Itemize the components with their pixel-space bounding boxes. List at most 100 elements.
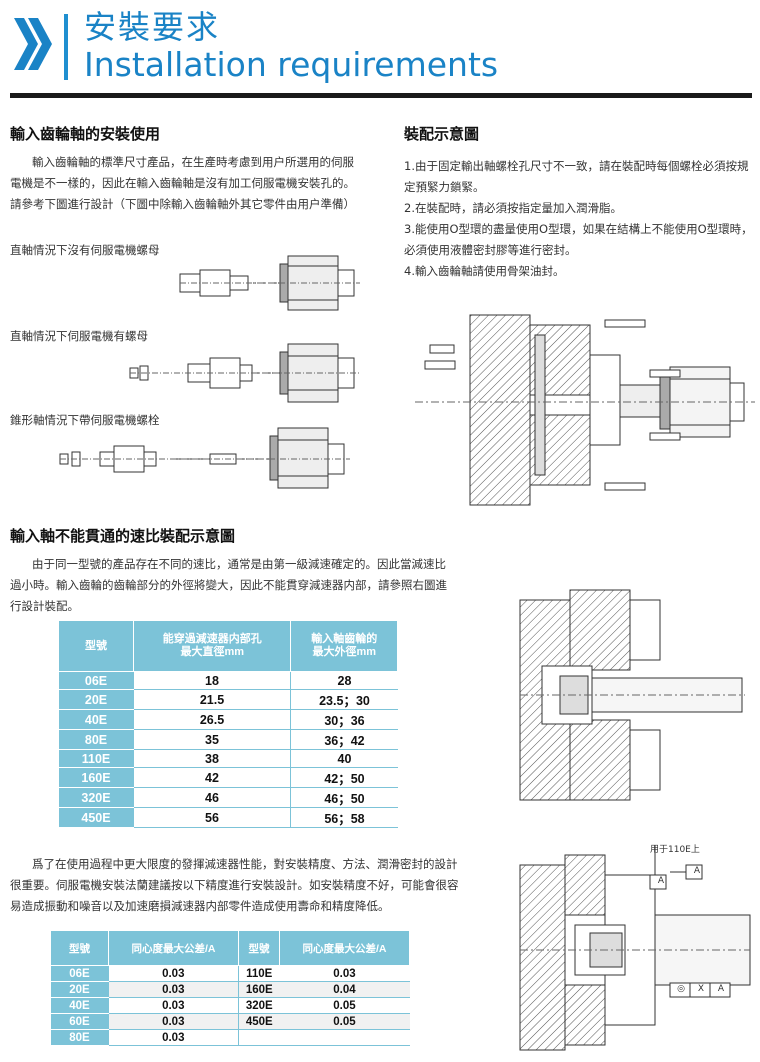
table-cell: 20E bbox=[50, 981, 109, 998]
table-cell: 46；50 bbox=[290, 787, 398, 808]
table-cell: 40E bbox=[58, 709, 134, 730]
table-cell: 0.04 bbox=[279, 981, 410, 998]
table-cell: 0.03 bbox=[108, 1029, 239, 1046]
table-cell: 36；42 bbox=[290, 729, 398, 750]
table-cell: 110E bbox=[238, 965, 280, 982]
diagram-label-taper-bolt: 錐形軸情況下帶伺服電機螺栓 bbox=[10, 413, 160, 427]
para-line: 很重要。伺服電機安裝法蘭建議按以下精度進行安裝設計。如安裝精度不好，可能會很容 bbox=[10, 878, 459, 892]
table-cell: 320E bbox=[58, 787, 134, 808]
table-cell: 0.05 bbox=[279, 1013, 410, 1030]
table-cell: 0.05 bbox=[279, 997, 410, 1014]
para-line: 輸入齒輪軸的標準尺寸產品，在生產時考慮到用户所選用的伺服 bbox=[32, 155, 354, 169]
header-divider bbox=[64, 14, 68, 80]
table-cell: 40 bbox=[290, 749, 398, 768]
precision-paragraph: 爲了在使用過程中更大限度的發揮減速器性能，對安裝精度、方法、潤滑密封的設計 很重… bbox=[10, 854, 480, 917]
table-cell: 0.03 bbox=[108, 965, 239, 982]
table-header-cell: 型號 bbox=[58, 620, 134, 672]
table-cell bbox=[238, 1029, 280, 1046]
table-cell: 450E bbox=[58, 807, 134, 828]
section-title-input-shaft: 輸入齒輪軸的安裝使用 bbox=[10, 125, 161, 143]
table-header-cell: 型號 bbox=[50, 930, 109, 966]
table-cell: 320E bbox=[238, 997, 280, 1014]
note-line: 3.能使用O型環的盡量使用O型環，如果在結構上不能使用O型環時， bbox=[404, 222, 753, 236]
table-cell: 80E bbox=[58, 729, 134, 750]
table-cell: 56 bbox=[133, 807, 291, 828]
table-header-cell: 輸入軸齒輪的 最大外徑mm bbox=[290, 620, 398, 672]
table-cell: 26.5 bbox=[133, 709, 291, 730]
exploded-diagram-3 bbox=[59, 427, 350, 489]
para-line: 電機是不一樣的，因此在輸入齒輪軸是沒有加工伺服電機安裝孔的。 bbox=[10, 176, 355, 190]
table-cell: 06E bbox=[50, 965, 109, 982]
chevron-logo-icon bbox=[14, 18, 52, 70]
table-cell: 21.5 bbox=[133, 689, 291, 710]
exploded-diagram-1 bbox=[179, 255, 360, 311]
datum-label-right: A bbox=[693, 866, 701, 876]
precision-diagram bbox=[519, 845, 751, 1051]
section-title-ratio: 輸入軸不能貫通的速比裝配示意圖 bbox=[10, 527, 236, 545]
note-line: 2.在裝配時，請必須按指定量加入潤滑脂。 bbox=[404, 201, 622, 215]
table-cell: 80E bbox=[50, 1029, 109, 1046]
para-line: 易造成振動和噪音以及加速磨損減速器内部零件造成使用壽命和精度降低。 bbox=[10, 899, 390, 913]
page-title-cn: 安裝要求 bbox=[84, 8, 221, 46]
table-cell: 160E bbox=[238, 981, 280, 998]
table-header-cell: 同心度最大公差/A bbox=[107, 930, 240, 966]
tolerance-x-label: X bbox=[697, 984, 705, 994]
table-header-cell: 型號 bbox=[238, 930, 280, 966]
tolerance-ref-label: A bbox=[717, 984, 725, 994]
section-title-assembly: 裝配示意圖 bbox=[404, 125, 480, 143]
table-cell: 42；50 bbox=[290, 767, 398, 788]
exploded-diagram-2 bbox=[129, 343, 360, 403]
table-cell: 42 bbox=[133, 767, 291, 788]
table-cell: 0.03 bbox=[279, 965, 410, 982]
assembly-notes: 1.由于固定輸出軸螺栓孔尺寸不一致，請在裝配時每個螺栓必須按規 定預緊力鎖緊。 … bbox=[404, 156, 754, 282]
para-line: 過小時。輸入齒輪的齒輪部分的外徑將變大，因此不能貫穿減速器内部，請參照右圖進 bbox=[10, 578, 447, 592]
para-line: 請參考下圖進行設計（下圖中除輸入齒輪軸外其它零件由用户準備） bbox=[10, 197, 355, 211]
diagram-label-straight-no-nut: 直軸情況下沒有伺服電機螺母 bbox=[10, 243, 160, 257]
diagram-note-110e: 用于110E上 bbox=[650, 845, 700, 855]
diagram-label-straight-nut: 直軸情況下伺服電機有螺母 bbox=[10, 329, 148, 343]
assembly-diagram bbox=[415, 314, 755, 506]
note-line: 1.由于固定輸出軸螺栓孔尺寸不一致，請在裝配時每個螺栓必須按規 bbox=[404, 159, 749, 173]
header-rule bbox=[10, 93, 752, 98]
page-title-en: Installation requirements bbox=[84, 45, 499, 84]
datum-label-left: A bbox=[657, 876, 665, 886]
table-cell: 160E bbox=[58, 767, 134, 788]
table-cell: 56；58 bbox=[290, 807, 398, 828]
table-cell: 35 bbox=[133, 729, 291, 750]
table-cell: 40E bbox=[50, 997, 109, 1014]
table-cell bbox=[279, 1029, 410, 1046]
table-cell: 28 bbox=[290, 671, 398, 690]
table-cell: 450E bbox=[238, 1013, 280, 1030]
table-header-row: 型號 同心度最大公差/A 型號 同心度最大公差/A bbox=[50, 930, 411, 966]
table-header-cell: 能穿過減速器内部孔 最大直徑mm bbox=[132, 620, 292, 672]
ratio-assembly-diagram bbox=[519, 589, 745, 801]
table-header-cell: 同心度最大公差/A bbox=[278, 930, 411, 966]
table-cell: 30；36 bbox=[290, 709, 398, 730]
table-cell: 38 bbox=[133, 749, 291, 768]
table-cell: 0.03 bbox=[108, 997, 239, 1014]
table-cell: 0.03 bbox=[108, 1013, 239, 1030]
table-cell: 110E bbox=[58, 749, 134, 768]
note-line: 必須使用液體密封膠等進行密封。 bbox=[404, 243, 577, 257]
ratio-paragraph: 由于同一型號的產品存在不同的速比，通常是由第一級減速確定的。因此當減速比 過小時… bbox=[10, 554, 460, 617]
table-cell: 46 bbox=[133, 787, 291, 808]
para-line: 行設計裝配。 bbox=[10, 599, 79, 613]
note-line: 4.輸入齒輪軸請使用骨架油封。 bbox=[404, 264, 565, 278]
concentricity-symbol-icon: ◎ bbox=[677, 984, 685, 994]
table-cell: 23.5；30 bbox=[290, 689, 398, 710]
para-line: 爲了在使用過程中更大限度的發揮減速器性能，對安裝精度、方法、潤滑密封的設計 bbox=[32, 857, 458, 871]
